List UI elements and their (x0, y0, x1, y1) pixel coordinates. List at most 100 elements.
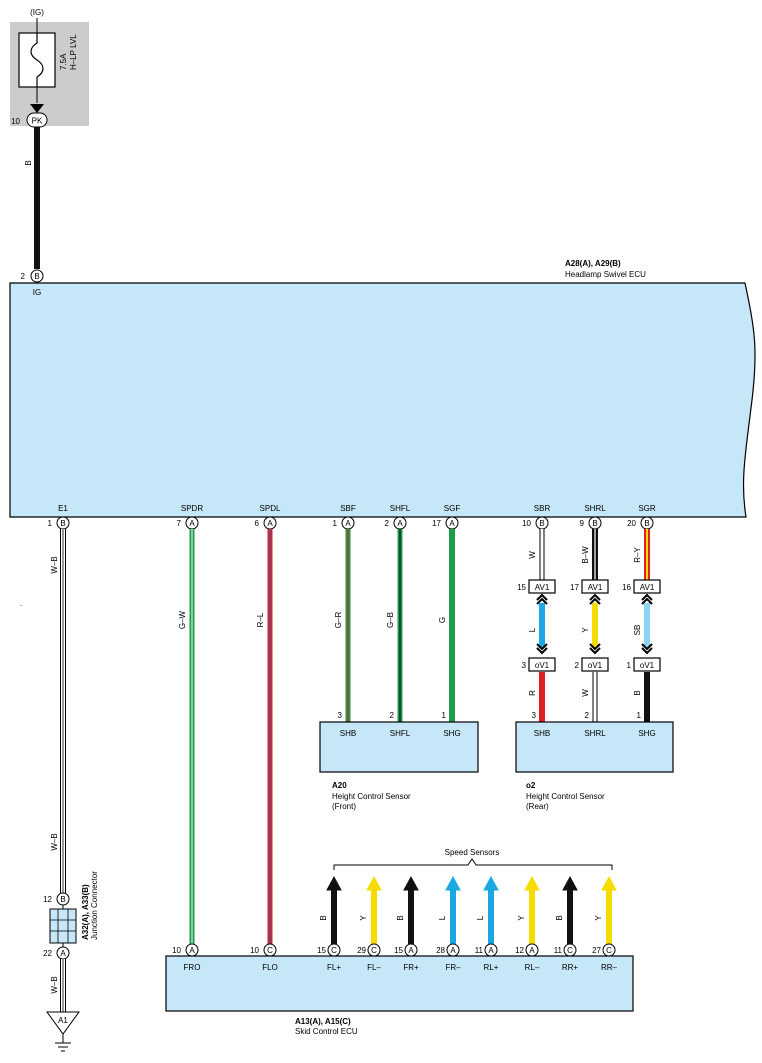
arrow-up-icon (403, 875, 419, 891)
speed-wire-rl-minus-label: Y (517, 915, 526, 921)
ov1-connector-1 (528, 657, 556, 672)
swivel-ecu-name: Headlamp Swivel ECU (565, 270, 646, 279)
terminal-sbr: SBR (534, 504, 551, 513)
wire-ig: B 2 B (21, 127, 44, 283)
ov1-pin-2: 2 (575, 661, 580, 670)
speed-wire-rl-plus-connector (484, 943, 498, 957)
terminal-sgf: SGF (444, 504, 461, 513)
av1-pin-1: 15 (517, 583, 526, 592)
speed-sensors: Speed Sensors (333, 848, 613, 870)
speed-wire-fl-minus-pin: 29 (357, 946, 366, 955)
wire-ov1-r-label: R (528, 690, 537, 696)
rear-sensor-name: Height Control Sensor (526, 792, 605, 801)
speed-wire-fl-plus-connector (327, 943, 341, 957)
skid-term-flo: FLO (262, 963, 278, 972)
wire-sgr-label: R–Y (633, 547, 642, 563)
speed-wire-fr-plus-terminal: FR+ (403, 963, 419, 972)
wire-e1-ground: W–B W–B . 12 B A32(A), A33(B) Junction C… (20, 529, 99, 1052)
pin-sbf: 1 (333, 519, 338, 528)
conn-sbf: A (345, 519, 351, 528)
speed-sensors-title: Speed Sensors (445, 848, 500, 857)
speed-wire-rr-minus-connector (602, 943, 616, 957)
speed-wire-fr-minus-label: L (438, 915, 447, 920)
wire-ig-color: B (24, 160, 33, 165)
speed-wire-rr-plus-conn: C (567, 946, 573, 955)
jc-pin-top: 12 (43, 895, 52, 904)
arrow-up-icon (483, 875, 499, 891)
jc-name: Junction Connector (90, 871, 99, 940)
wire-shfl-label: G–B (386, 612, 395, 628)
front-pin-shfl: 2 (390, 711, 395, 720)
wire-sgf-label: G (438, 617, 447, 623)
fuse-name: H–LP LVL (69, 34, 78, 70)
skid-ecu-box (165, 955, 634, 1012)
av1-connector-2 (581, 579, 609, 594)
arrow-up-icon (326, 875, 342, 891)
terminal-shrl: SHRL (584, 504, 606, 513)
pin-spdr: 7 (177, 519, 182, 528)
height-sensor-front: 3 2 1 SHB SHFL SHG A20 Height Control Se… (319, 711, 479, 811)
junction-connector-box (49, 908, 77, 944)
wire-sbf-label: G–R (334, 612, 343, 629)
speed-wire-fr-plus-pin: 15 (394, 946, 403, 955)
height-sensor-rear: 3 2 1 SHB SHRL SHG o2 Height Control Sen… (515, 711, 674, 811)
front-sensor-wires: G–R G–B G (334, 529, 455, 722)
speed-wire-fr-minus-conn: A (450, 946, 456, 955)
front-term-shfl: SHFL (390, 729, 411, 738)
speed-wire-rl-plus-terminal: RL+ (484, 963, 499, 972)
rear-pin-shb: 3 (532, 711, 537, 720)
rear-sensor-code: o2 (526, 781, 536, 790)
conn-spdr: A (189, 519, 195, 528)
ov1-label-2: oV1 (588, 661, 603, 670)
jc-conn-bottom: A (60, 949, 66, 958)
av1-connector-1 (528, 579, 556, 594)
speed-wire-fl-plus-label: B (319, 915, 328, 920)
conn-sgf: A (449, 519, 455, 528)
speed-wire-fr-minus-terminal: FR– (445, 963, 461, 972)
speed-wire-rl-minus-connector (525, 943, 539, 957)
speed-wire-fr-minus-connector (446, 943, 460, 957)
speed-wire-rr-minus-conn: C (606, 946, 612, 955)
wire-ig-conn: B (34, 272, 39, 281)
speed-wire-fl-plus-conn: C (331, 946, 337, 955)
wire-sbr-label: W (528, 551, 537, 559)
wire-av1-l-label: L (528, 627, 537, 632)
speed-wire-rl-minus-pin: 12 (515, 946, 524, 955)
pin-sgf: 17 (432, 519, 441, 528)
ov1-label-1: oV1 (535, 661, 550, 670)
ground-label: A1 (58, 1016, 68, 1025)
ov1-connector-2 (581, 657, 609, 672)
skid-flo-conn: C (267, 946, 273, 955)
swivel-ecu-ig-terminal: IG (33, 288, 41, 297)
skid-fro-pin: 10 (172, 946, 181, 955)
fuse-block: (IG) 7.5A H–LP LVL 10 PK (10, 8, 89, 128)
arrow-up-icon (524, 875, 540, 891)
terminal-sgr: SGR (638, 504, 656, 513)
rear-term-shb: SHB (534, 729, 550, 738)
rear-term-shrl: SHRL (584, 729, 606, 738)
skid-control-ecu: 10 A 10 C FRO FLO A13(A), A15(C) Skid Co… (165, 943, 634, 1036)
conn-e1: B (60, 519, 65, 528)
wire-spdl: R–L (256, 529, 273, 944)
wire-shrl-label: B–W (581, 546, 590, 564)
jc-conn-top: B (60, 895, 65, 904)
speed-wire-rr-plus-label: B (555, 915, 564, 920)
skid-term-fro: FRO (184, 963, 201, 972)
arrow-up-icon (562, 875, 578, 891)
conn-sgr: B (644, 519, 649, 528)
av1-label-2: AV1 (588, 583, 603, 592)
speed-sensors-bracket (333, 858, 613, 870)
terminal-e1: E1 (58, 504, 68, 513)
swivel-ecu-connectors: A28(A), A29(B) (565, 259, 621, 268)
ov1-connector-3 (633, 657, 661, 672)
pin-shrl: 9 (580, 519, 585, 528)
rear-pin-shg: 1 (637, 711, 642, 720)
conn-sbr: B (539, 519, 544, 528)
av1-label-1: AV1 (535, 583, 550, 592)
pin-sgr: 20 (627, 519, 636, 528)
wire-spdr-label: G–W (178, 610, 187, 629)
speed-wire-fl-minus-terminal: FL– (367, 963, 381, 972)
speed-wire-fl-plus-pin: 15 (317, 946, 326, 955)
wire-jc-bottom-label: W–B (50, 976, 59, 993)
